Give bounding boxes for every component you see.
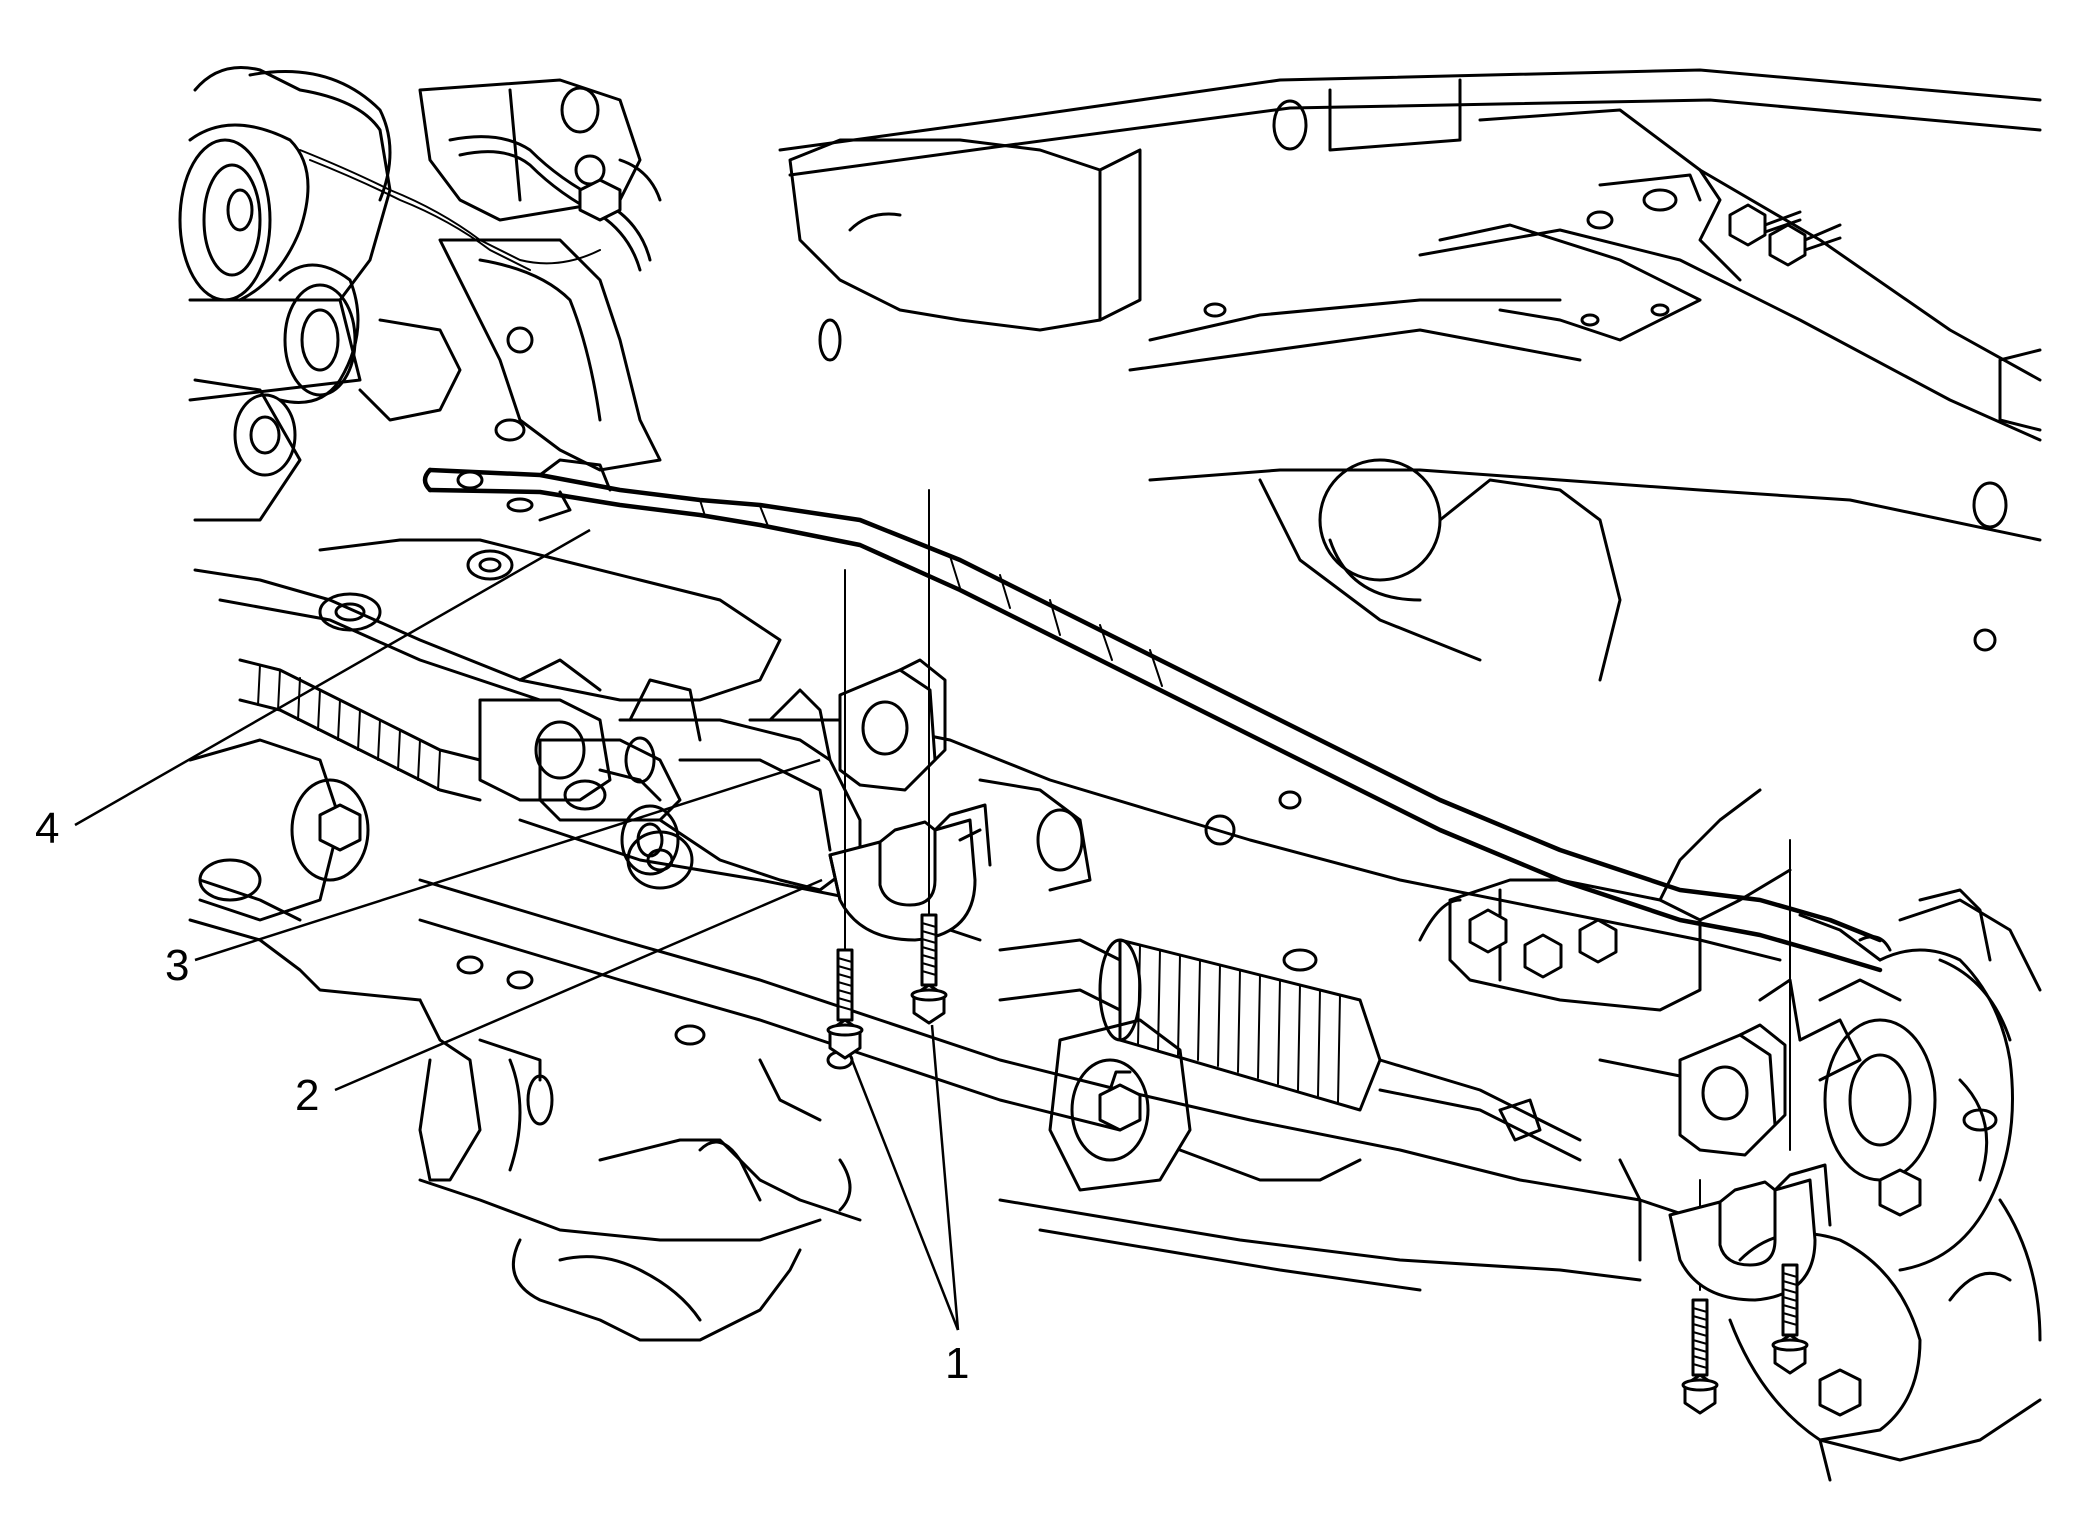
leader-callout-1b (930, 1024, 960, 1331)
right-wheel-assembly (1728, 888, 2042, 1482)
frame-bolt-icon (1728, 203, 1842, 267)
leader-callout-4 (74, 528, 591, 827)
stabilizer-bushing-left (838, 658, 947, 792)
callout-4: 4 (35, 804, 59, 853)
front-crossmember (188, 718, 1782, 1342)
leader-callout-2 (334, 878, 823, 1092)
knuckle-bolt-icon (1818, 1168, 1922, 1417)
stabilizer-clamp-left (828, 803, 992, 942)
leader-callout-1a (848, 1054, 960, 1331)
installation-guide-lines (844, 489, 1791, 1291)
stabilizer-bar (422, 458, 1892, 973)
callout-leaders (74, 528, 960, 1331)
callout-labels: 4 3 2 1 (35, 804, 969, 1388)
stabilizer-mount-bracket-right (1418, 788, 1792, 1012)
stabilizer-clamp-right (1668, 1163, 1832, 1302)
bracket-bolt-icon (1468, 908, 1618, 979)
vehicle-underbody (778, 68, 2042, 682)
steering-gear-assembly (238, 658, 1582, 1162)
callout-3: 3 (165, 941, 189, 990)
callout-2: 2 (295, 1071, 319, 1120)
crossmember-bolt-icon (1098, 1070, 1142, 1132)
stabilizer-bushing-right (1678, 1023, 1787, 1157)
leader-callout-3 (194, 758, 821, 962)
left-wheel-assembly (178, 66, 782, 702)
callout-1: 1 (945, 1339, 969, 1388)
clamp-bolt-icon (1681, 1263, 1809, 1415)
clamp-bolt-icon (826, 913, 948, 1060)
